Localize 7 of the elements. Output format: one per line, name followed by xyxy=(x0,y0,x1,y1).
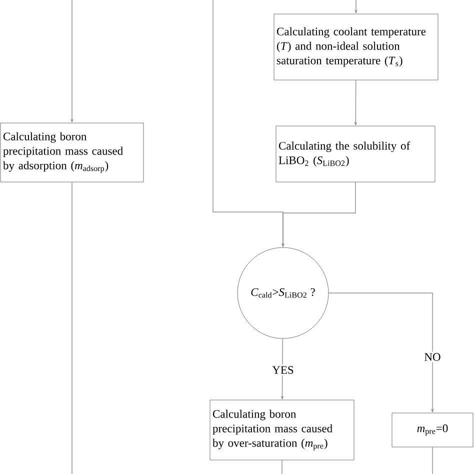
process-box: Calculating boron precipitation mass caused by over-saturation (m$_{pre}$) xyxy=(210,400,354,460)
edge-label: YES xyxy=(270,364,296,376)
edge-label: NO xyxy=(422,352,442,362)
process-box: Calculating boron precipitation mass caused by adsorption (m$_{adsorp}$) xyxy=(0,122,144,182)
process-box: m$_{pre}$=0 xyxy=(392,412,474,448)
process-box: Calculating coolant temperature (T) and non-ideal solution saturation temperature (T$_{s}$) xyxy=(274,14,438,80)
process-box: Calculating the solubility of LiBO$_{2}$ (S$_{LiBO2}$) xyxy=(276,126,436,182)
